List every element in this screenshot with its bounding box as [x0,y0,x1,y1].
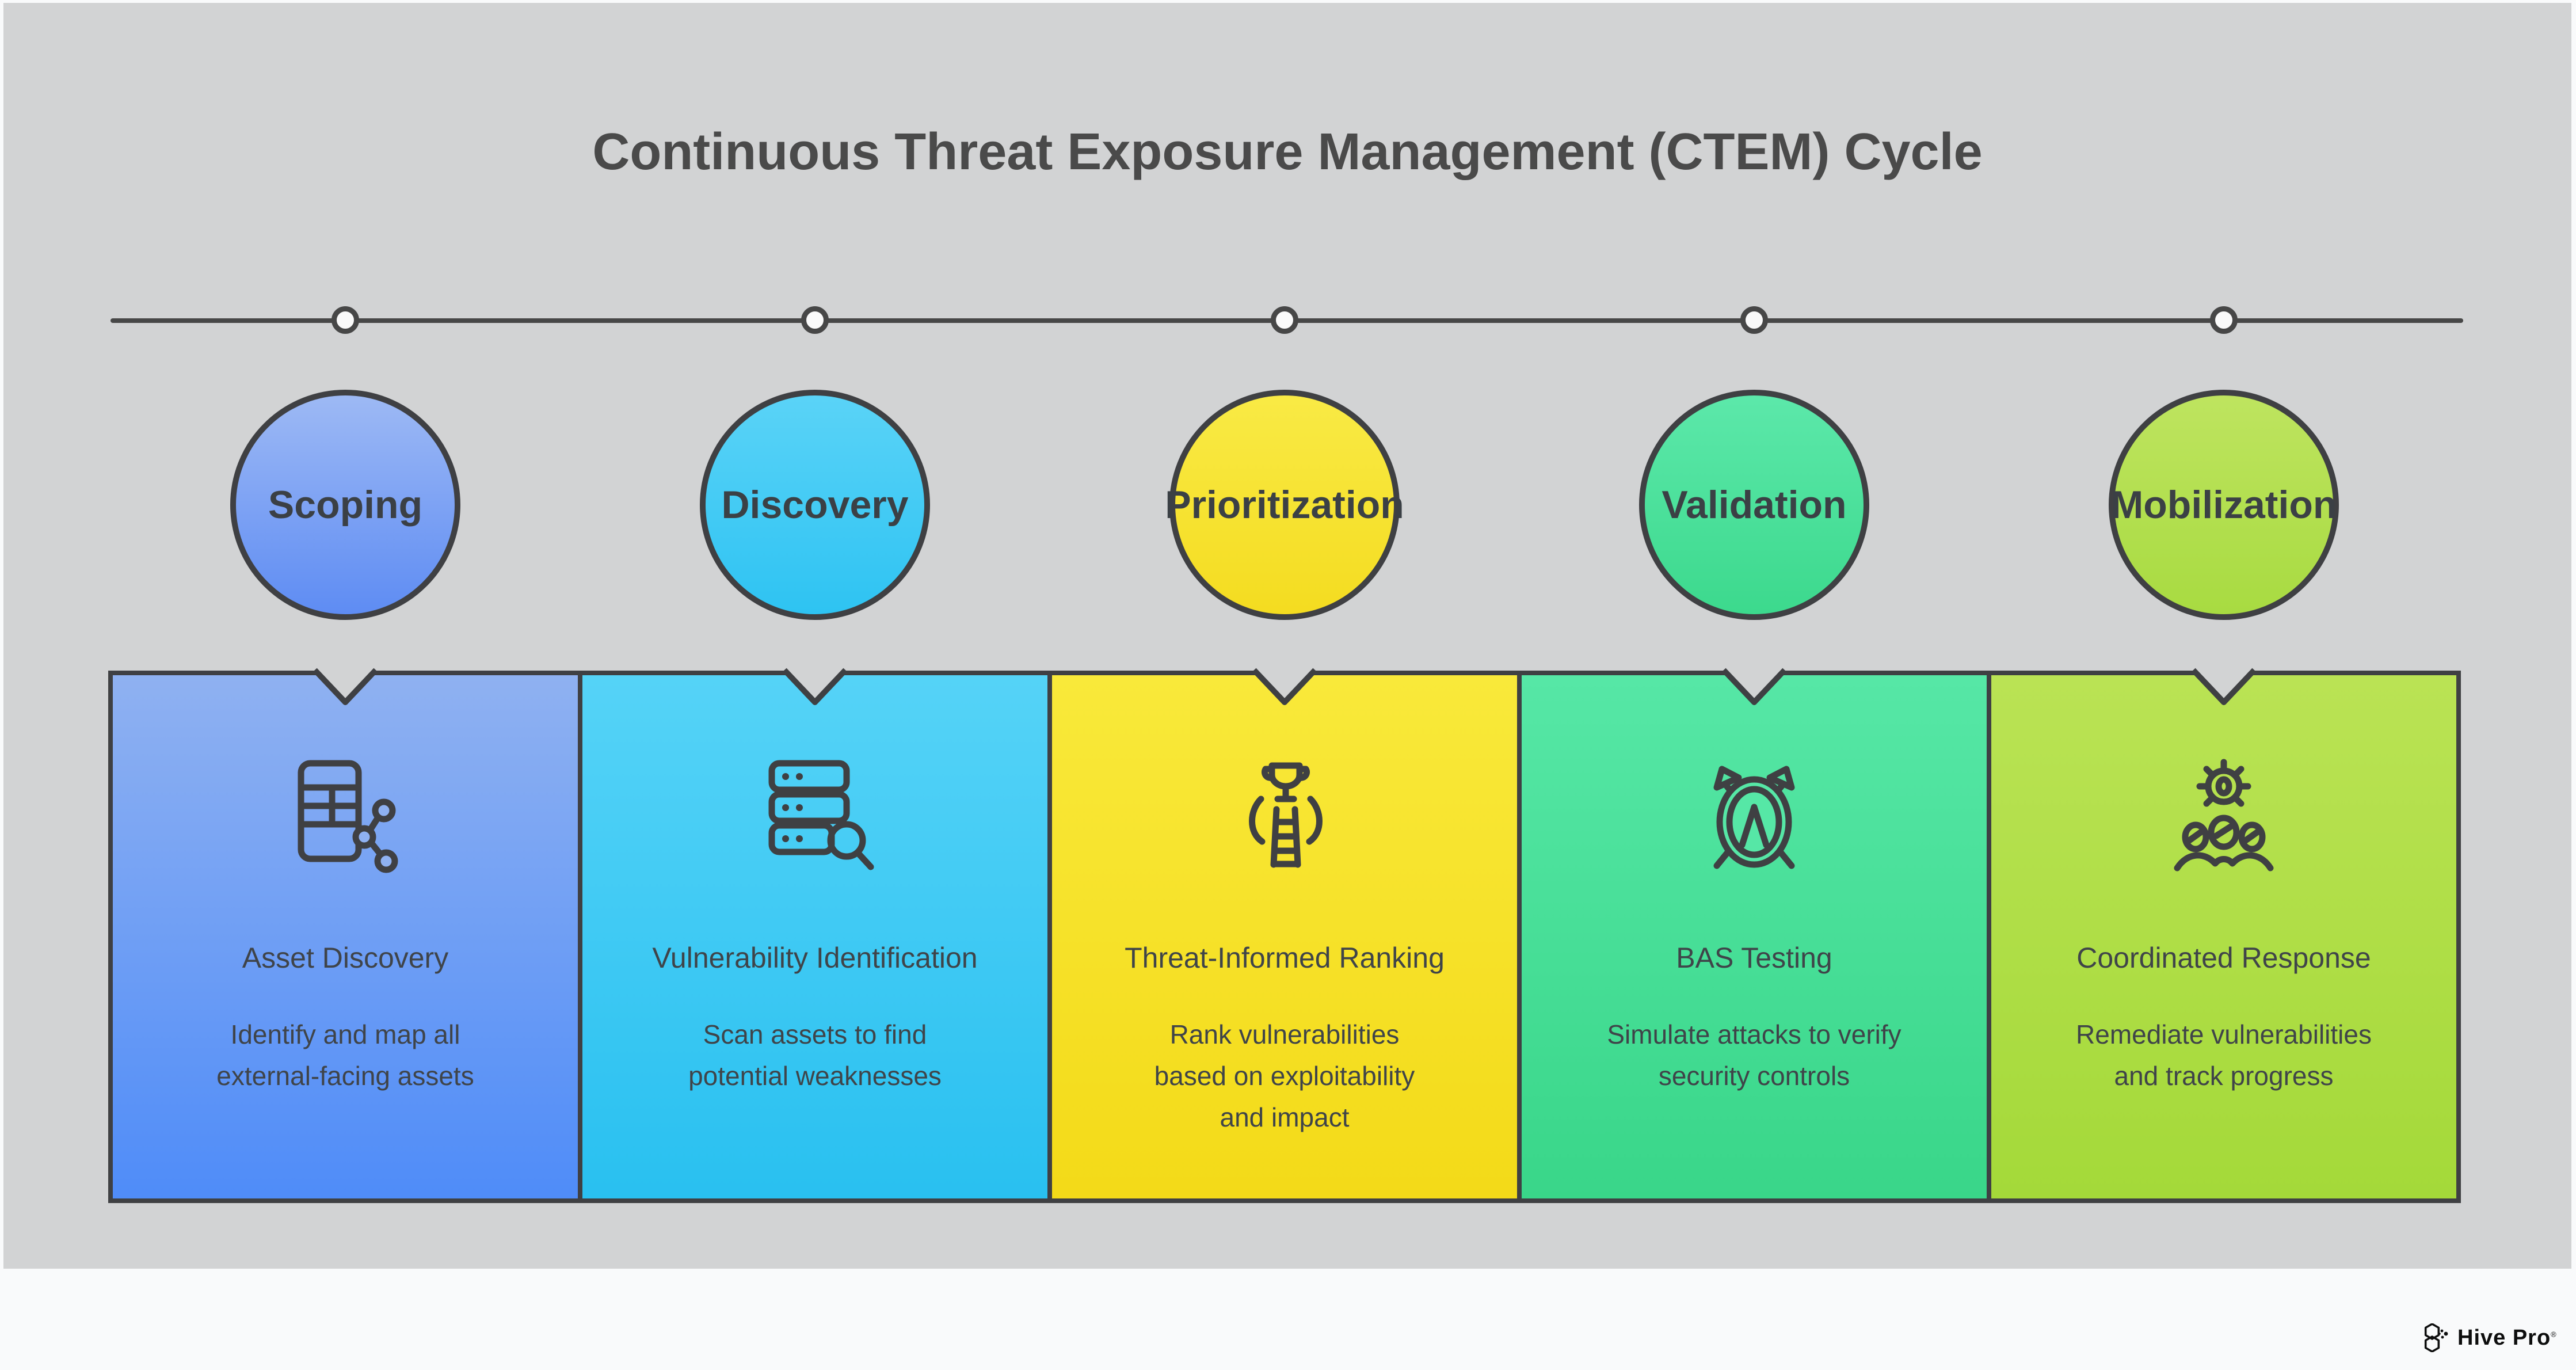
server-search-icon [582,743,1047,881]
card-vulnerability-identification: Vulnerability Identification Scan assets… [578,668,1052,1203]
stage-circle-discovery: Discovery [700,390,930,620]
timeline-node [1740,306,1768,334]
diagram-canvas: Continuous Threat Exposure Management (C… [3,3,2571,1269]
stage-label: Scoping [268,483,423,527]
stage-label: Prioritization [1165,483,1404,527]
card-title: Threat-Informed Ranking [1125,942,1445,974]
gear-team-icon [1991,743,2456,881]
page-title: Continuous Threat Exposure Management (C… [592,123,1983,181]
card-pointer-notch [2191,668,2257,705]
brand-name: Hive Pro® [2457,1325,2557,1350]
timeline-node [331,306,359,334]
card-bas-testing: BAS Testing Simulate attacks to verify s… [1517,668,1991,1203]
card-title: Asset Discovery [242,942,449,974]
card-title: BAS Testing [1676,942,1832,974]
honeycomb-icon [2421,1323,2451,1352]
stage-label: Mobilization [2110,483,2337,527]
stage-circle-validation: Validation [1639,390,1869,620]
card-pointer-notch [1721,668,1787,705]
stage-label: Validation [1662,483,1847,527]
card-body: Scan assets to find potential weaknesses [688,1019,942,1091]
card-body: Identify and map all external-facing ass… [216,1019,474,1091]
card-coordinated-response: Coordinated Response Remediate vulnerabi… [1987,668,2461,1203]
shield-spears-icon [1522,743,1987,881]
trophy-ladder-icon [1052,743,1517,881]
stage-circle-prioritization: Prioritization [1165,390,1404,620]
card-body: Remediate vulnerabilities and track prog… [2076,1019,2372,1091]
card-body: Simulate attacks to verify security cont… [1607,1019,1901,1091]
hivepro-logo: Hive Pro® [2421,1323,2557,1353]
registered-mark: ® [2551,1329,2557,1338]
card-body: Rank vulnerabilities based on exploitabi… [1154,1019,1415,1132]
timeline-node [1271,306,1298,334]
timeline-node [801,306,829,334]
stage-circle-scoping: Scoping [230,390,460,620]
card-threat-informed-ranking: Threat-Informed Ranking Rank vulnerabili… [1047,668,1522,1203]
table-network-icon [113,743,578,881]
timeline-node [2210,306,2238,334]
card-pointer-notch [313,668,378,705]
card-title: Vulnerability Identification [652,942,978,974]
card-pointer-notch [1252,668,1317,705]
card-asset-discovery: Asset Discovery Identify and map all ext… [108,668,582,1203]
stage-circle-mobilization: Mobilization [2109,390,2339,620]
stage-label: Discovery [721,483,909,527]
card-pointer-notch [782,668,848,705]
card-title: Coordinated Response [2076,942,2371,974]
